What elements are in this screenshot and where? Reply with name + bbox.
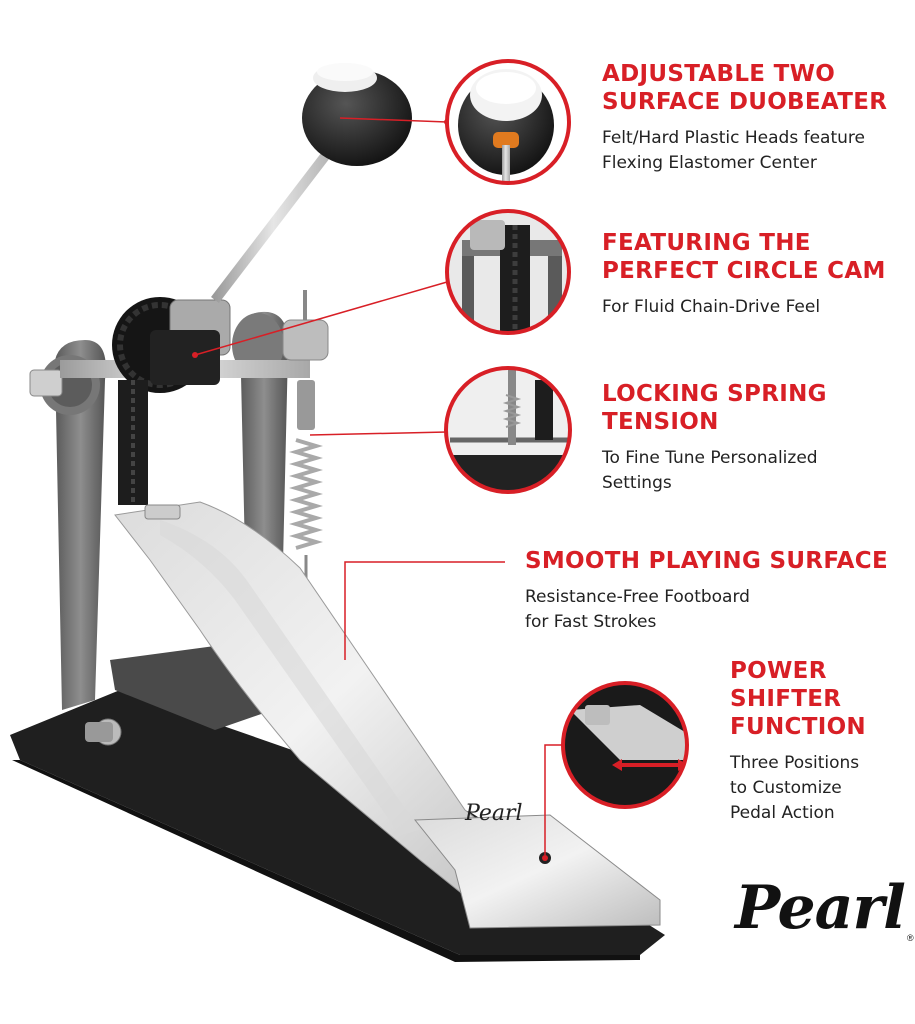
- callout-lines: [194, 117, 563, 855]
- feature-title: ADJUSTABLE TWO SURFACE DUOBEATER: [602, 61, 888, 115]
- feature-description: Three Positions to Customize Pedal Actio…: [730, 753, 860, 823]
- feature-title: FEATURING THE PERFECT CIRCLE CAM: [602, 230, 886, 284]
- drive-chain: [118, 380, 148, 505]
- duobeater: [211, 63, 412, 304]
- tension-spring: [282, 290, 329, 580]
- feature-description: Felt/Hard Plastic Heads feature Flexing …: [602, 128, 865, 173]
- feature-playing-surface: SMOOTH PLAYING SURFACE Resistance-Free F…: [525, 547, 915, 635]
- feature-description: To Fine Tune Personalized Settings: [602, 448, 818, 493]
- footboard-logo: Pearl: [464, 801, 523, 826]
- feature-duobeater: ADJUSTABLE TWO SURFACE DUOBEATER Felt/Ha…: [602, 60, 915, 176]
- feature-title: SMOOTH PLAYING SURFACE: [525, 548, 888, 574]
- feature-title: LOCKING SPRING TENSION: [602, 381, 827, 435]
- pearl-logo: Pearl ®: [735, 873, 915, 963]
- callout-cam: [445, 209, 571, 335]
- feature-spring-tension: LOCKING SPRING TENSION To Fine Tune Pers…: [602, 380, 915, 496]
- left-frame-post: [29, 340, 122, 746]
- callout-duobeater: [445, 59, 571, 185]
- feature-circle-cam: FEATURING THE PERFECT CIRCLE CAM For Flu…: [602, 229, 915, 320]
- registered-mark: ®: [907, 933, 914, 943]
- cam-sprocket: [112, 297, 231, 393]
- feature-title: POWER SHIFTER FUNCTION: [730, 658, 866, 740]
- feature-power-shifter: POWER SHIFTER FUNCTION Three Positions t…: [730, 657, 915, 826]
- feature-description: Resistance-Free Footboard for Fast Strok…: [525, 587, 750, 632]
- feature-description: For Fluid Chain-Drive Feel: [602, 297, 821, 317]
- footboard: Pearl: [114, 501, 661, 929]
- logo-text: Pearl: [735, 873, 906, 943]
- callout-power-shifter: [561, 681, 689, 809]
- callout-spring: [444, 366, 572, 494]
